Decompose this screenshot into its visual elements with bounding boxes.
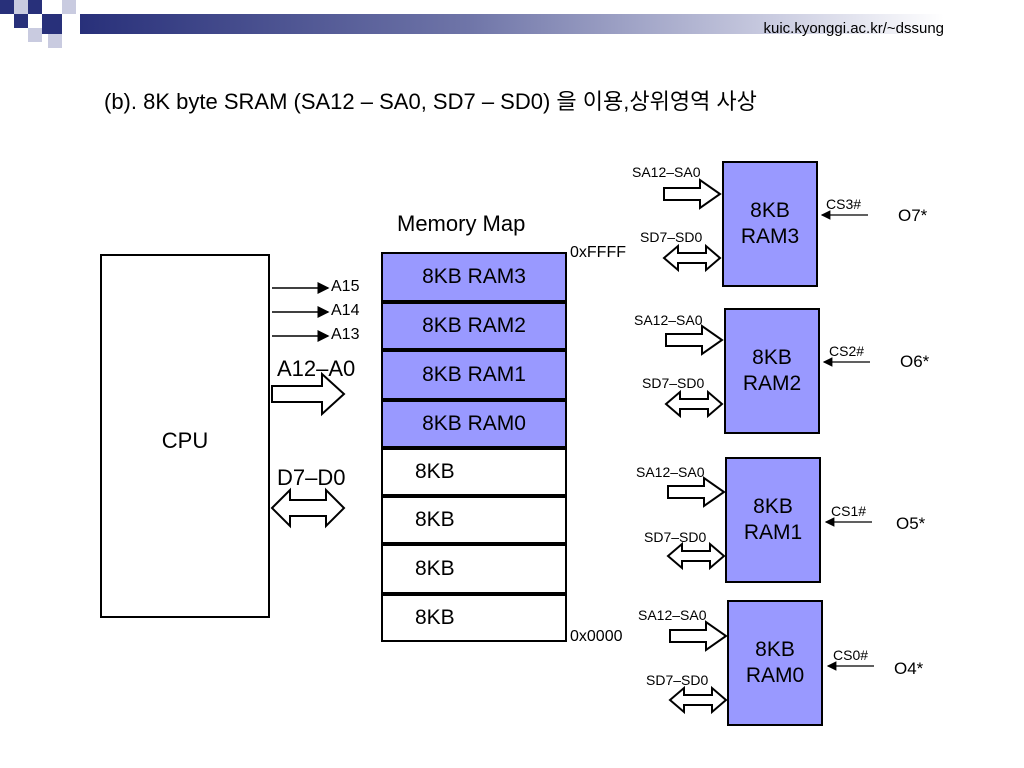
- memory-map-cell-empty: 8KB: [381, 448, 567, 496]
- top-address-label: 0xFFFF: [570, 244, 626, 261]
- chip-address-label: SA12–SA0: [638, 607, 707, 623]
- header-square-decoration: [28, 0, 42, 14]
- memory-map-title: Memory Map: [397, 211, 526, 236]
- chip-ram0: 8KB RAM0: [727, 600, 823, 726]
- memory-map-cell-empty: 8KB: [381, 496, 567, 544]
- memory-map-cell-ram0: 8KB RAM0: [381, 400, 567, 448]
- header-square-decoration: [0, 0, 14, 14]
- header-square-decoration: [14, 14, 28, 28]
- chip-name-label: RAM1: [743, 521, 803, 544]
- chip-size-label: 8KB: [753, 495, 793, 518]
- chip-data-arrow: [666, 541, 726, 571]
- data-bus-arrow: [270, 487, 346, 529]
- header-square-decoration: [48, 34, 62, 48]
- header-square-decoration: [42, 14, 62, 34]
- chip-data-arrow: [668, 685, 728, 715]
- chip-ram1: 8KB RAM1: [725, 457, 821, 583]
- chip-address-arrow: [663, 178, 722, 210]
- header-gradient-bar: [80, 14, 944, 34]
- decoder-output-label: O7*: [898, 206, 928, 225]
- memory-map-cell-empty: 8KB: [381, 544, 567, 594]
- address-line-label: A15: [331, 278, 360, 295]
- chip-select-label: CS0#: [833, 647, 869, 663]
- chip-address-arrow: [669, 620, 728, 652]
- address-line-label: A13: [331, 326, 360, 343]
- bottom-address-label: 0x0000: [570, 628, 623, 645]
- header-square-decoration: [14, 0, 28, 14]
- decoder-output-label: O6*: [900, 352, 930, 371]
- memory-map-cell-ram2: 8KB RAM2: [381, 302, 567, 350]
- chip-select-label: CS2#: [829, 343, 865, 359]
- memory-map-cell-ram1: 8KB RAM1: [381, 350, 567, 400]
- data-bus-label: D7–D0: [277, 465, 346, 490]
- chip-address-label: SA12–SA0: [632, 164, 701, 180]
- slide-title: (b). 8K byte SRAM (SA12 – SA0, SD7 – SD0…: [104, 89, 757, 114]
- chip-data-label: SD7–SD0: [644, 529, 707, 545]
- chip-size-label: 8KB: [750, 199, 790, 222]
- decoder-output-label: O4*: [894, 659, 924, 678]
- memory-map-cell-ram3: 8KB RAM3: [381, 252, 567, 302]
- address-bus-label: A12–A0: [277, 356, 356, 381]
- chip-select-label: CS1#: [831, 503, 867, 519]
- chip-data-label: SD7–SD0: [640, 229, 703, 245]
- chip-select-label: CS3#: [826, 196, 862, 212]
- address-bus-arrow: [271, 371, 346, 417]
- chip-name-label: RAM0: [745, 664, 805, 687]
- chip-data-label: SD7–SD0: [646, 672, 709, 688]
- chip-data-label: SD7–SD0: [642, 375, 705, 391]
- chip-ram3: 8KB RAM3: [722, 161, 818, 287]
- cpu-block: CPU: [100, 254, 270, 618]
- chip-address-arrow: [667, 476, 726, 508]
- memory-map-cell-empty: 8KB: [381, 594, 567, 642]
- header-square-decoration: [28, 28, 42, 42]
- address-line-label: A14: [331, 302, 360, 319]
- chip-size-label: 8KB: [755, 638, 795, 661]
- decoder-output-label: O5*: [896, 514, 926, 533]
- header-url: kuic.kyonggi.ac.kr/~dssung: [763, 20, 944, 37]
- cpu-label: CPU: [161, 428, 209, 453]
- chip-address-label: SA12–SA0: [636, 464, 705, 480]
- chip-data-arrow: [662, 243, 722, 273]
- header-square-decoration: [62, 0, 76, 14]
- chip-address-label: SA12–SA0: [634, 312, 703, 328]
- chip-address-arrow: [665, 324, 724, 356]
- chip-name-label: RAM2: [742, 372, 802, 395]
- chip-size-label: 8KB: [752, 346, 792, 369]
- chip-name-label: RAM3: [740, 225, 800, 248]
- chip-ram2: 8KB RAM2: [724, 308, 820, 434]
- chip-data-arrow: [664, 389, 724, 419]
